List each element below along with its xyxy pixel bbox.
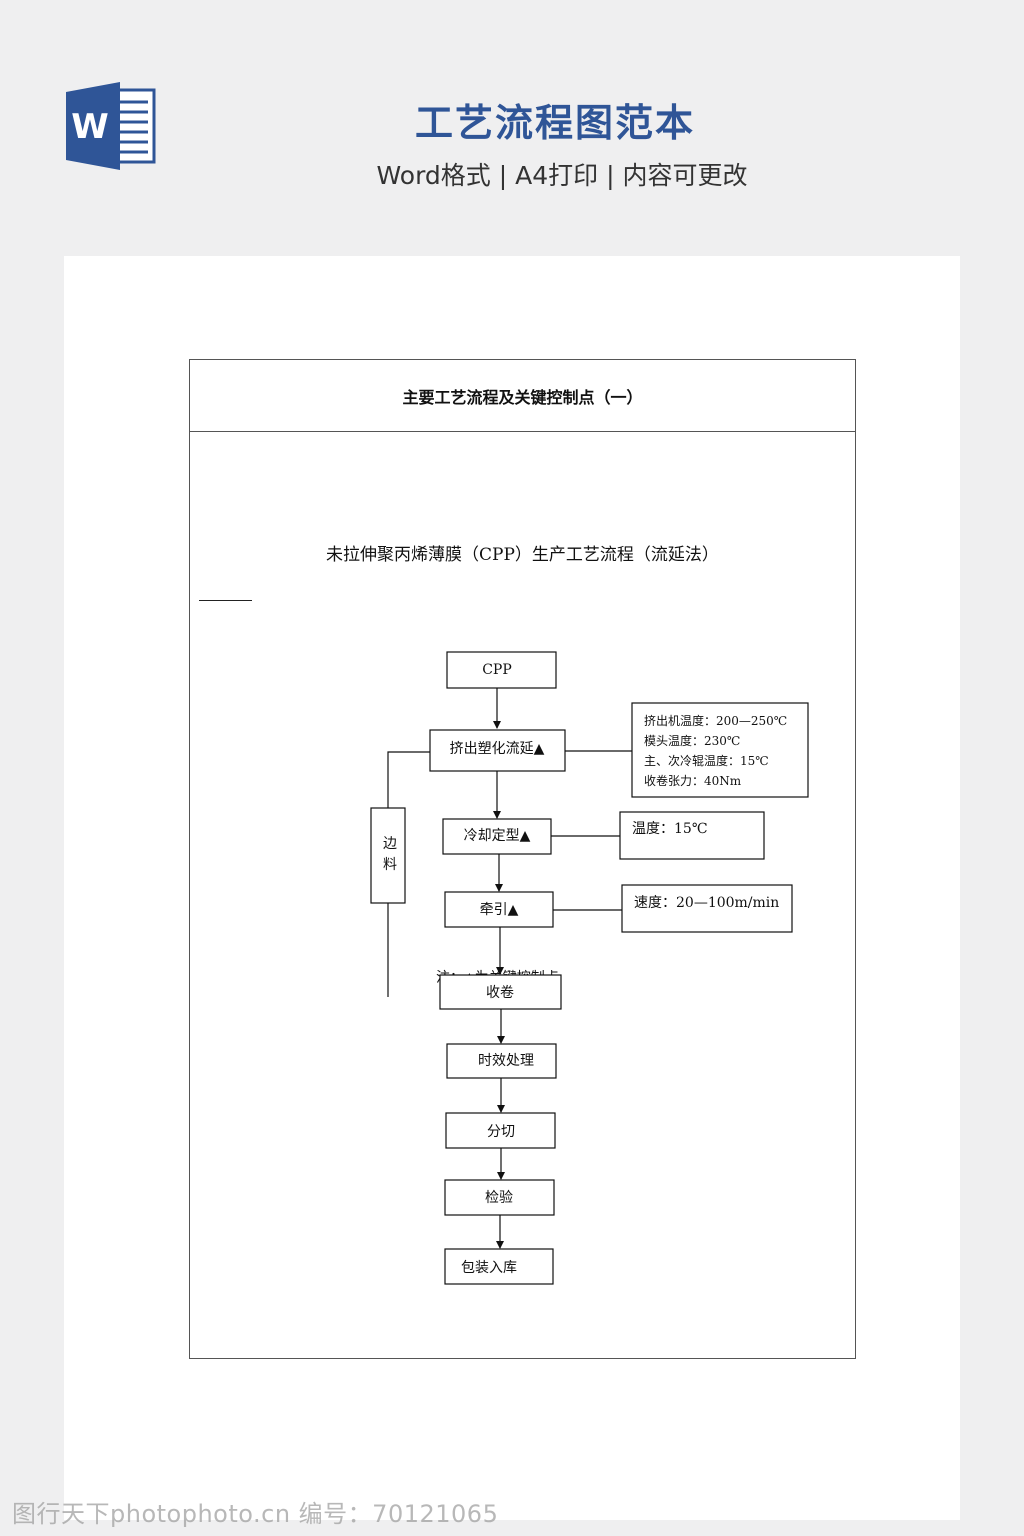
step-label: 分切 [487,1124,515,1140]
logo-letter: W [71,107,109,147]
step-box-cpp [446,651,557,689]
control-note-line: 温度：15℃ [632,821,707,837]
watermark: 图行天下photophoto.cn 编号：70121065 [12,1500,499,1528]
control-note-line: 挤出机温度：200—250℃ [644,713,787,728]
step-label: 挤出塑化流延▲ [450,741,545,757]
page-title: 工艺流程图范本 [414,101,695,145]
document-page [64,256,960,1520]
short-rule [199,600,252,601]
step-box-winding [439,974,562,1010]
control-note-line: 收卷张力：40Nm [644,773,742,788]
control-note-line: 模头温度：230℃ [644,733,740,748]
step-label: 包装入库 [461,1260,517,1276]
step-label: 检验 [485,1190,513,1206]
step-box-aging [446,1043,557,1079]
step-box-extrusion [429,729,566,772]
side-trim-box [370,807,406,904]
table-divider [189,431,856,432]
step-label: 冷却定型▲ [464,828,531,844]
step-label: 时效处理 [478,1053,534,1069]
side-trim-connector [387,751,430,808]
side-trim-label: 料 [383,857,397,873]
traction-note-box [621,884,793,933]
table-header: 主要工艺流程及关键控制点（一） [402,388,643,407]
step-box-inspection [444,1179,555,1216]
control-note-line: 速度：20—100m/min [634,895,779,911]
side-trim-label: 边 [383,836,397,852]
step-box-slitting [445,1112,556,1149]
step-label: 牵引▲ [480,902,519,918]
extrusion-note-box [631,702,809,798]
step-box-packing [444,1248,554,1285]
process-title: 未拉伸聚丙烯薄膜（CPP）生产工艺流程（流延法） [326,545,719,565]
step-box-cooling [442,818,552,855]
control-note-line: 主、次冷辊温度：15℃ [644,753,769,768]
page-subtitle: Word格式 | A4打印 | 内容可更改 [376,161,748,190]
step-label: 收卷 [486,985,514,1001]
document-table [189,359,856,1359]
step-box-traction [444,891,554,928]
step-label: CPP [482,662,512,678]
cooling-note-box [619,811,765,860]
word-document-icon: W [66,82,156,170]
